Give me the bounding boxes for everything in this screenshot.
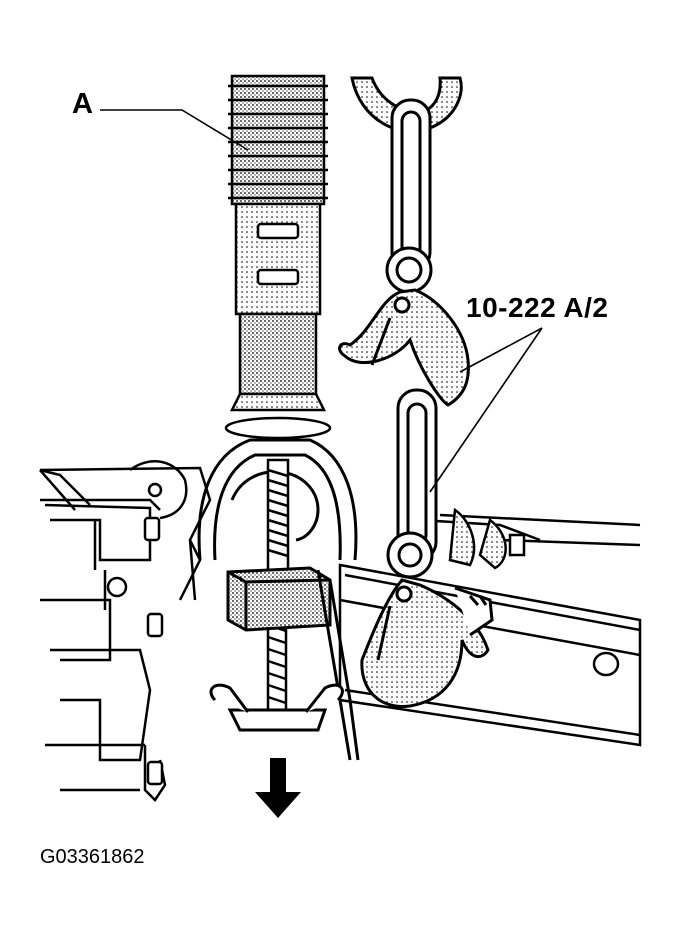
callout-a-label: A <box>72 88 93 120</box>
down-arrow-icon <box>255 758 301 818</box>
lower-hook <box>360 578 494 708</box>
strut-bellows <box>228 74 328 206</box>
housing-bolts <box>106 516 164 786</box>
upper-hook <box>338 288 470 407</box>
wing-nut <box>209 683 344 732</box>
figure-code: G03361862 <box>40 846 145 868</box>
threaded-rod <box>266 458 290 712</box>
engine-housing <box>39 460 212 802</box>
leader-lines <box>100 109 543 493</box>
callout-tool-label: 10-222 A/2 <box>466 292 609 323</box>
clamp-block <box>226 566 360 761</box>
lifting-chain <box>350 76 463 294</box>
clamp-yoke <box>197 438 358 561</box>
strut-tube <box>224 202 332 440</box>
lower-chain-link <box>386 388 438 579</box>
